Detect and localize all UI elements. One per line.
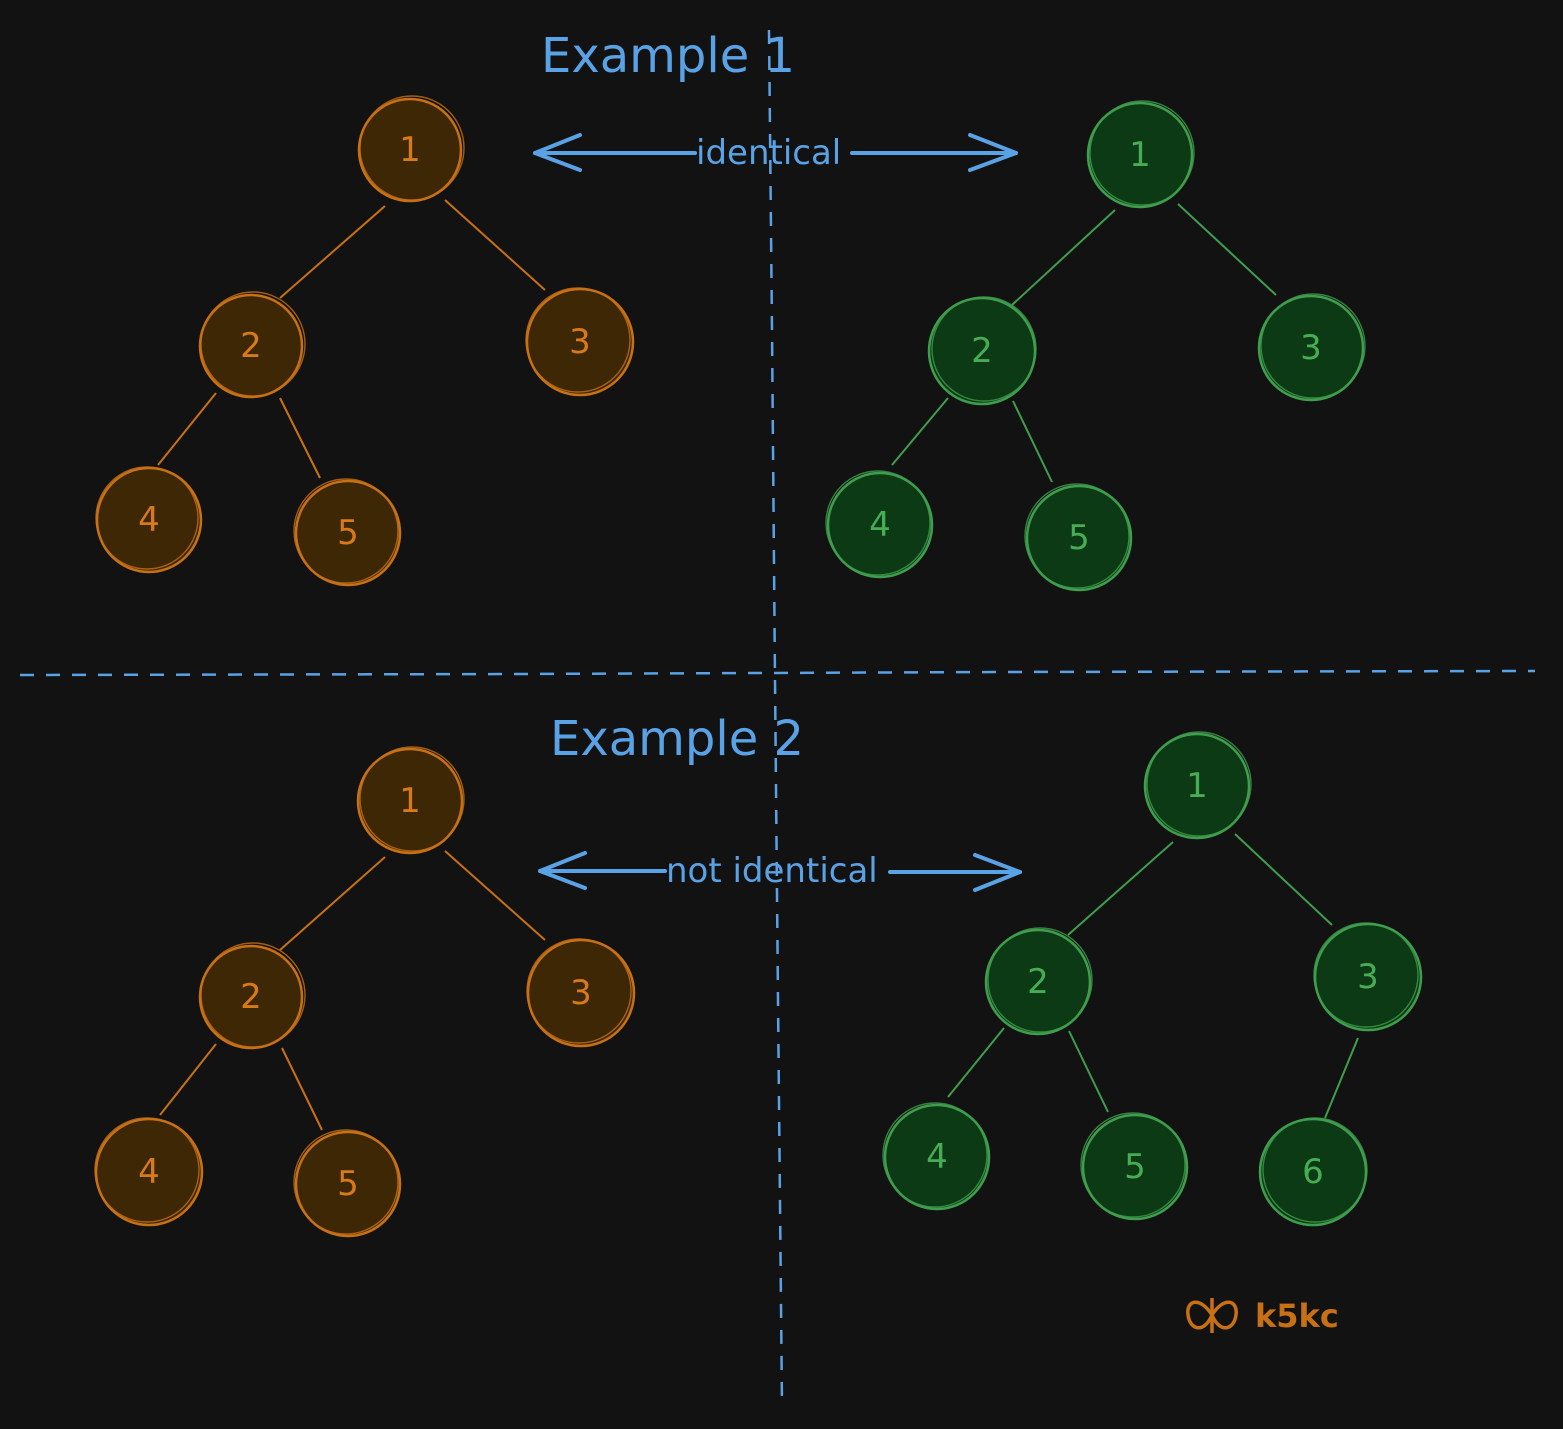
tree-node: 4 bbox=[94, 1117, 204, 1227]
node-label: 4 bbox=[138, 500, 160, 540]
comparison-label: identical bbox=[696, 133, 841, 173]
arrowhead-right-icon bbox=[968, 133, 1018, 172]
example-1-comparison-arrow: identical bbox=[533, 133, 1018, 173]
node-label: 3 bbox=[570, 973, 592, 1013]
node-label: 6 bbox=[1302, 1152, 1324, 1192]
node-label: 1 bbox=[399, 130, 421, 170]
node-label: 1 bbox=[1186, 766, 1208, 806]
tree-node: 1 bbox=[356, 746, 465, 855]
node-label: 1 bbox=[1129, 135, 1151, 175]
tree-node: 3 bbox=[525, 287, 635, 397]
arrowhead-left-icon bbox=[533, 133, 582, 172]
tree-node: 2 bbox=[198, 942, 306, 1050]
tree-node: 3 bbox=[1257, 293, 1366, 402]
arrowhead-left-icon bbox=[538, 851, 587, 890]
tree-node: 2 bbox=[198, 291, 306, 399]
tree-node: 5 bbox=[293, 478, 402, 587]
node-label: 4 bbox=[926, 1137, 948, 1177]
node-label: 1 bbox=[399, 781, 421, 821]
tree-node: 2 bbox=[927, 296, 1037, 406]
tree-edge bbox=[279, 397, 321, 479]
watermark: k5kc bbox=[1186, 1297, 1339, 1335]
node-label: 5 bbox=[1068, 518, 1090, 558]
tree-node: 3 bbox=[1313, 922, 1423, 1032]
tree-node: 4 bbox=[882, 1102, 991, 1211]
horizontal-divider bbox=[19, 669, 1536, 677]
node-label: 2 bbox=[1027, 962, 1049, 1002]
tree-node: 2 bbox=[984, 927, 1093, 1036]
tree-edge bbox=[891, 397, 949, 466]
tree-edge bbox=[279, 205, 386, 299]
arrowhead-right-icon bbox=[973, 853, 1022, 892]
tree-edge bbox=[1234, 833, 1333, 926]
tree-left-example-1: 1 2 3 4 5 bbox=[95, 95, 635, 587]
tree-node: 5 bbox=[1080, 1112, 1189, 1221]
example-2-comparison-arrow: not identical bbox=[538, 851, 1022, 892]
tree-node: 5 bbox=[1024, 483, 1133, 592]
tree-edge bbox=[444, 199, 546, 291]
tree-node: 1 bbox=[1143, 731, 1252, 840]
tree-edge bbox=[1011, 209, 1116, 306]
node-label: 4 bbox=[138, 1152, 160, 1192]
tree-node: 3 bbox=[526, 938, 636, 1048]
tree-edge bbox=[1177, 203, 1277, 296]
tree-edge bbox=[279, 856, 386, 951]
vertical-divider bbox=[767, 29, 784, 1406]
node-label: 5 bbox=[337, 513, 359, 553]
tree-edge bbox=[1068, 1030, 1109, 1113]
node-label: 3 bbox=[569, 322, 591, 362]
tree-node: 1 bbox=[357, 95, 465, 203]
tree-edge bbox=[947, 1027, 1005, 1098]
tree-node: 4 bbox=[95, 466, 203, 574]
tree-node: 6 bbox=[1258, 1117, 1368, 1227]
tree-node: 5 bbox=[293, 1129, 402, 1238]
example-1-title: Example 1 bbox=[541, 28, 795, 84]
tree-right-example-1: 1 2 3 4 5 bbox=[825, 100, 1366, 592]
example-2: Example 2 not identical 1 2 bbox=[94, 711, 1423, 1238]
tree-edge bbox=[1067, 841, 1174, 936]
tree-edge bbox=[157, 392, 217, 466]
node-label: 3 bbox=[1357, 957, 1379, 997]
node-label: 2 bbox=[971, 331, 993, 371]
tree-edge bbox=[444, 850, 546, 941]
tree-edge bbox=[1324, 1037, 1359, 1119]
butterfly-logo-icon bbox=[1186, 1298, 1238, 1333]
tree-node: 1 bbox=[1086, 100, 1195, 209]
tree-edge bbox=[159, 1043, 217, 1116]
tree-right-example-2: 1 2 3 4 5 bbox=[882, 731, 1423, 1227]
tree-node: 4 bbox=[825, 470, 934, 579]
node-label: 3 bbox=[1300, 328, 1322, 368]
node-label: 2 bbox=[240, 326, 262, 366]
node-label: 5 bbox=[1124, 1147, 1146, 1187]
example-1: Example 1 identical 1 2 bbox=[95, 28, 1366, 592]
example-2-title: Example 2 bbox=[550, 711, 804, 767]
tree-edge bbox=[281, 1047, 323, 1131]
node-label: 5 bbox=[337, 1164, 359, 1204]
comparison-label: not identical bbox=[666, 851, 878, 891]
tree-edge bbox=[1012, 400, 1053, 483]
watermark-text: k5kc bbox=[1255, 1297, 1339, 1335]
tree-left-example-2: 1 2 3 4 5 bbox=[94, 746, 636, 1238]
node-label: 2 bbox=[240, 977, 262, 1017]
node-label: 4 bbox=[869, 505, 891, 545]
